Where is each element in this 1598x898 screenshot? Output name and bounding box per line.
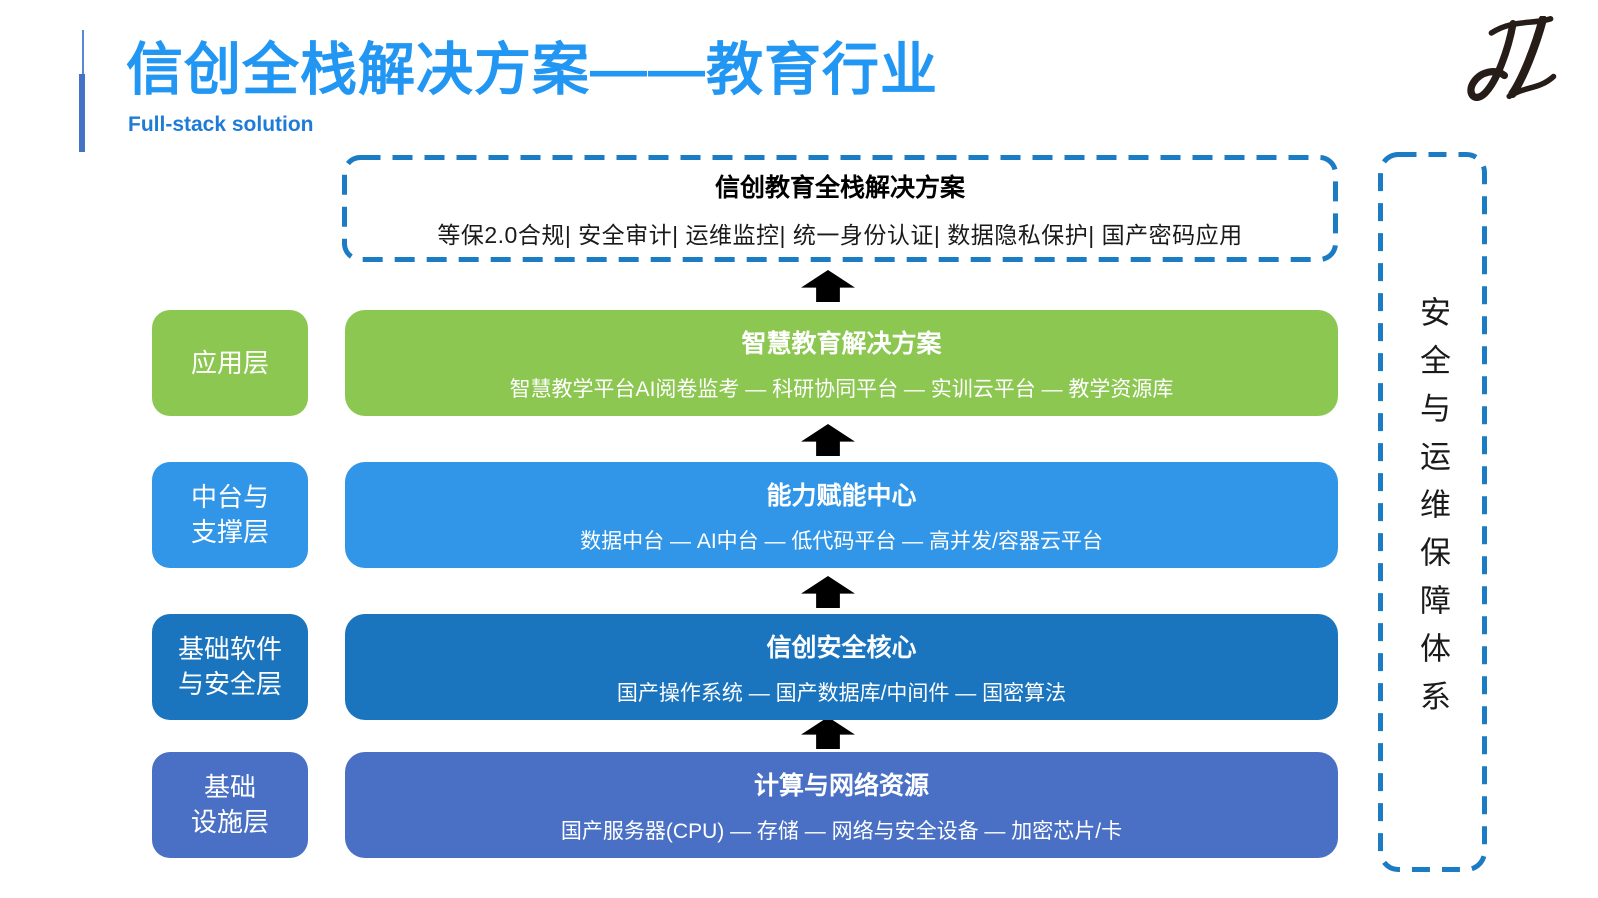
jl-monogram-icon: [1467, 15, 1557, 101]
layer-subtitle: 数据中台 — AI中台 — 低代码平台 — 高并发/容器云平台: [580, 529, 1103, 553]
layer-title: 能力赋能中心: [766, 481, 917, 510]
layer-label-application: 应用层: [152, 310, 308, 416]
layer-label-infrastructure: 基础 设施层: [152, 752, 308, 858]
layer-label-middle-platform: 中台与 支撑层: [152, 462, 308, 568]
layer-subtitle: 智慧教学平台AI阅卷监考 — 科研协同平台 — 实训云平台 — 教学资源库: [509, 377, 1174, 401]
up-arrow-icon: [801, 424, 855, 456]
title-accent-bar-thin: [82, 30, 84, 74]
title-accent-bar-thick: [79, 74, 85, 152]
solution-summary-box: 信创教育全栈解决方案 等保2.0合规| 安全审计| 运维监控| 统一身份认证| …: [342, 155, 1338, 262]
layer-subtitle: 国产服务器(CPU) — 存储 — 网络与安全设备 — 加密芯片/卡: [560, 819, 1123, 843]
layer-title: 信创安全核心: [766, 633, 917, 662]
layer-label-line: 应用层: [190, 347, 269, 378]
security-ops-assurance-box: 安全与运维保障体系: [1378, 152, 1487, 872]
layer-subtitle: 国产操作系统 — 国产数据库/中间件 — 国密算法: [616, 681, 1067, 705]
up-arrow-icon: [801, 270, 855, 302]
layer-box-infrastructure: 计算与网络资源 国产服务器(CPU) — 存储 — 网络与安全设备 — 加密芯片…: [345, 752, 1338, 858]
layer-label-line: 支撑层: [190, 517, 269, 547]
layer-label-line: 与安全层: [177, 669, 282, 699]
layer-box-middle-platform: 能力赋能中心 数据中台 — AI中台 — 低代码平台 — 高并发/容器云平台: [345, 462, 1338, 568]
layer-label-line: 设施层: [190, 807, 269, 837]
security-ops-assurance-text: 安全与运维保障体系: [1414, 296, 1450, 728]
up-arrow-icon: [801, 576, 855, 608]
up-arrow-icon: [801, 717, 855, 749]
layer-title: 计算与网络资源: [753, 771, 929, 800]
layer-box-base-software-security: 信创安全核心 国产操作系统 — 国产数据库/中间件 — 国密算法: [345, 614, 1338, 720]
layer-label-line: 基础: [203, 772, 256, 802]
layer-label-line: 中台与: [190, 482, 269, 512]
layer-box-application: 智慧教育解决方案 智慧教学平台AI阅卷监考 — 科研协同平台 — 实训云平台 —…: [345, 310, 1338, 416]
page-subtitle: Full-stack solution: [128, 113, 314, 136]
solution-summary-title: 信创教育全栈解决方案: [714, 173, 965, 202]
solution-summary-items: 等保2.0合规| 安全审计| 运维监控| 统一身份认证| 数据隐私保护| 国产密…: [437, 221, 1243, 248]
layer-label-line: 基础软件: [177, 634, 282, 664]
layer-title: 智慧教育解决方案: [741, 329, 942, 358]
jl-logo-icon: [1458, 15, 1558, 116]
page-title: 信创全栈解决方案——教育行业: [126, 38, 938, 102]
layer-label-base-software-security: 基础软件 与安全层: [152, 614, 308, 720]
